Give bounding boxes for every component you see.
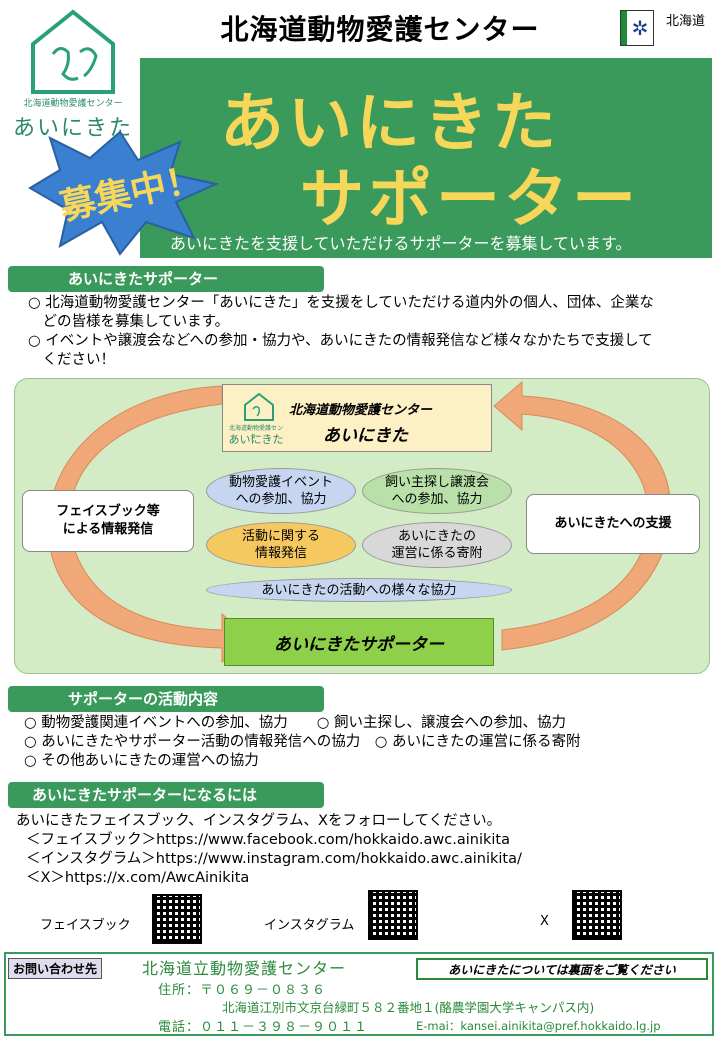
- center-box: 北海道動物愛護センター あいにきた 北海道動物愛護センター あいにきた: [222, 384, 492, 452]
- hero-banner: [140, 58, 712, 258]
- description-line: ください！: [28, 352, 115, 368]
- footer-organization: 北海道立動物愛護センター: [142, 959, 347, 978]
- logo-name: あいにきた: [12, 116, 133, 141]
- x-link[interactable]: ＜X＞https://x.com/AwcAinikita: [26, 870, 250, 886]
- banner-title-line2: サポーター: [300, 163, 640, 237]
- center-logo: 北海道動物愛護センター あいにきた: [8, 4, 138, 144]
- oval-various-cooperation: あいにきたの活動への様々な協力: [206, 578, 512, 602]
- x-qr-code-icon[interactable]: [572, 890, 622, 940]
- qr-label-facebook: フェイスブック: [40, 918, 131, 933]
- oval-donation: あいにきたの 運営に係る寄附: [362, 522, 512, 568]
- oval-info-sharing: 活動に関する 情報発信: [206, 522, 356, 568]
- facebook-qr-code-icon[interactable]: [152, 894, 202, 944]
- footer-address: 北海道江別市文京台緑町５８２番地１(酪農学園大学キャンパス内): [222, 1000, 595, 1015]
- how-to-join-text: あいにきたフェイスブック、インスタグラム、Xをフォローしてください。 ＜フェイス…: [16, 812, 716, 888]
- section-heading-how-to-join: あいにきたサポーターになるには: [8, 782, 324, 808]
- mini-logo-subtitle: 北海道動物愛護センター: [228, 425, 283, 441]
- description-line: ○ 北海道動物愛護センター「あいにきた」を支援をしていただける道内外の個人、団体…: [28, 295, 654, 311]
- footer-email[interactable]: E-mai：kansei.ainikita@pref.hokkaido.lg.j…: [416, 1019, 661, 1033]
- instagram-qr-code-icon[interactable]: [368, 890, 418, 940]
- center-box-line1: 北海道動物愛護センター: [289, 403, 433, 418]
- banner-subtitle: あいにきたを支援していただけるサポーターを募集しています。: [170, 234, 632, 253]
- support-box: あいにきたへの支援: [526, 494, 700, 554]
- recruiting-burst: 募集中！: [20, 128, 220, 258]
- house-face-logo-icon: [31, 9, 115, 94]
- footer-phone: 電話：０１１－３９８－９０１１: [158, 1020, 369, 1035]
- description-line: どの皆様を募集しています。: [28, 314, 230, 330]
- supporter-box: あいにきたサポーター: [224, 618, 494, 666]
- activity-line: ○ 動物愛護関連イベントへの参加、協力 ○ 飼い主探し、譲渡会への参加、協力: [24, 715, 567, 731]
- description-line: ○ イベントや譲渡会などへの参加・協力や、あいにきたの情報発信など様々なかたちで…: [28, 333, 653, 349]
- qr-label-instagram: インスタグラム: [264, 918, 355, 933]
- activities-list: ○ 動物愛護関連イベントへの参加、協力 ○ 飼い主探し、譲渡会への参加、協力 ○…: [24, 714, 714, 771]
- footer-postal: 住所：〒０６９－０８３６: [158, 983, 327, 998]
- center-box-line2: あいにきた: [323, 426, 408, 446]
- activity-line: ○ その他あいにきたの運営への協力: [24, 753, 259, 769]
- qr-label-x: X: [540, 914, 549, 929]
- instagram-link[interactable]: ＜インスタグラム＞https://www.instagram.com/hokka…: [26, 851, 522, 867]
- join-intro: あいにきたフェイスブック、インスタグラム、Xをフォローしてください。: [16, 813, 502, 829]
- section-heading-activities: サポーターの活動内容: [8, 686, 324, 712]
- contact-footer: [4, 952, 714, 1036]
- info-sharing-box: フェイスブック等 による情報発信: [22, 490, 194, 552]
- activity-line: ○ あいにきたやサポーター活動の情報発信への協力 ○ あいにきたの運営に係る寄附: [24, 734, 581, 750]
- supporter-description: ○ 北海道動物愛護センター「あいにきた」を支援をしていただける道内外の個人、団体…: [28, 294, 708, 370]
- house-face-logo-icon: [244, 392, 274, 421]
- left-arrow-icon: [47, 385, 251, 664]
- starburst-icon: [28, 130, 220, 256]
- section-heading-supporter: あいにきたサポーター: [8, 266, 324, 292]
- see-back-note: あいにきたについては裏面をご覧ください: [416, 958, 708, 980]
- organization-title: 北海道動物愛護センター: [220, 13, 540, 46]
- oval-adoption-events: 飼い主探し譲渡会 への参加、協力: [362, 468, 512, 514]
- oval-event-participation: 動物愛護イベント への参加、協力: [206, 468, 356, 514]
- logo-subtitle: 北海道動物愛護センター: [23, 99, 123, 109]
- contact-tag: お問い合わせ先: [8, 958, 103, 979]
- mini-logo-name: あいにきた: [228, 433, 284, 446]
- star-emblem-icon: ✲: [631, 16, 649, 40]
- prefecture-name: 北海道: [666, 14, 706, 29]
- facebook-link[interactable]: ＜フェイスブック＞https://www.facebook.com/hokkai…: [26, 832, 510, 848]
- hokkaido-emblem: ✲: [620, 10, 654, 46]
- banner-title-line1: あいにきた: [220, 87, 560, 161]
